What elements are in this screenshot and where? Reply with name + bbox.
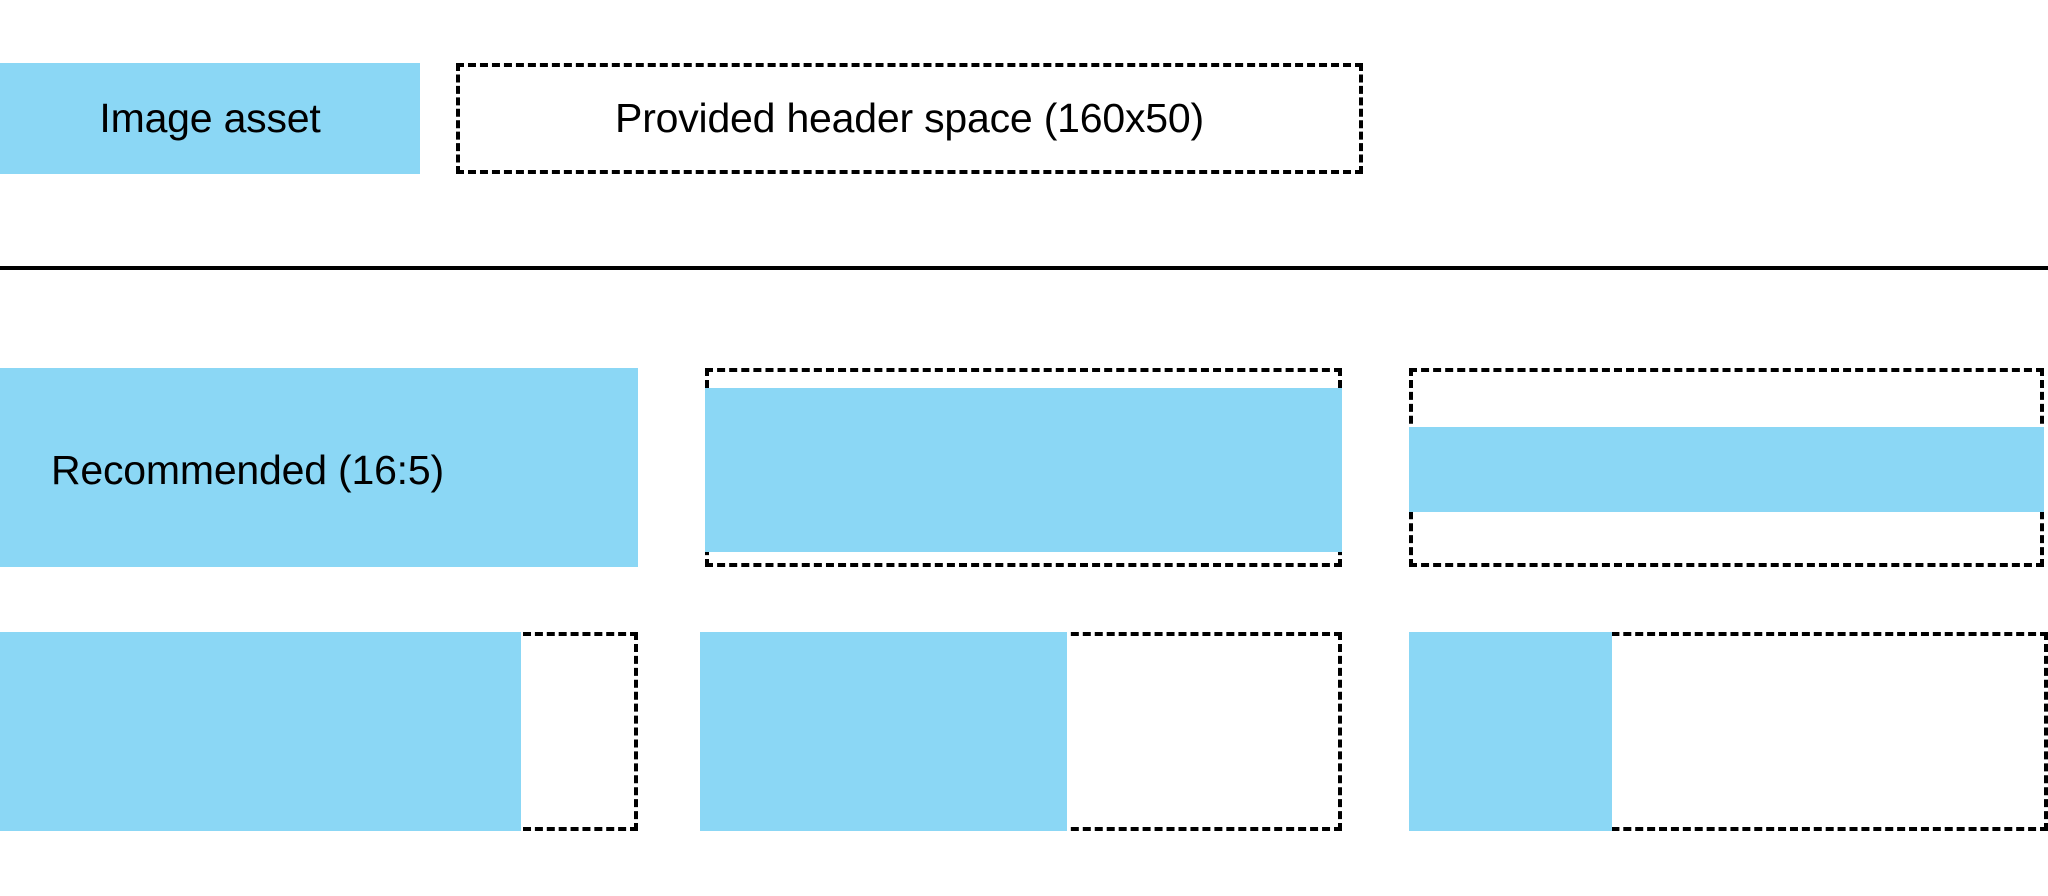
specimen-row2-col2-fill [700,632,1067,831]
specimen-row1-col2 [705,368,1342,567]
specimen-row2-col3 [1409,632,2048,831]
legend-provided-header-space-frame: Provided header space (160x50) [456,63,1363,174]
legend-image-asset-label: Image asset [99,95,321,141]
specimen-row1-col1-fill [0,368,638,567]
specimen-row2-col2 [700,632,1342,831]
specimen-row1-col2-fill [705,388,1342,552]
specimen-row1-col3 [1409,368,2044,567]
section-divider [0,266,2048,270]
specimen-row2-col1-fill [0,632,521,831]
specimen-row1-col1: Recommended (16:5) [0,368,638,567]
specimen-row1-col3-fill [1409,427,2044,512]
specimen-row2-col1 [0,632,638,831]
legend-provided-header-space-label: Provided header space (160x50) [615,95,1204,141]
specimen-row2-col3-fill [1409,632,1612,831]
legend-image-asset-swatch: Image asset [0,63,420,174]
specimen-row1-col1-caption: Recommended (16:5) [51,447,444,493]
